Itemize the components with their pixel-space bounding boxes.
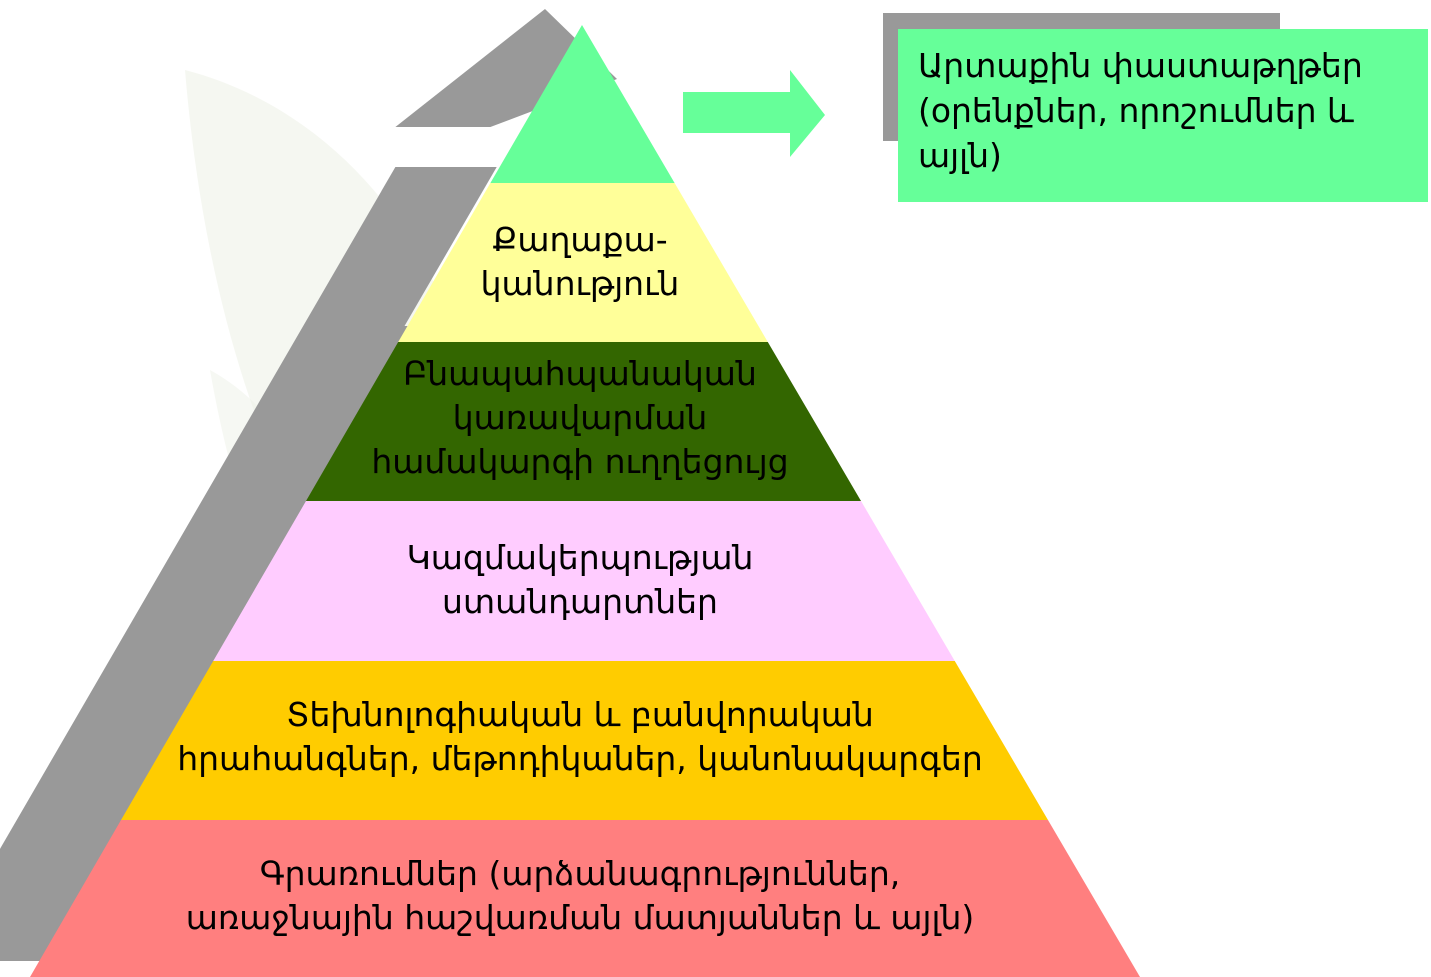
pyramid-tier-apex xyxy=(490,25,675,183)
tier-label-ems-guide: Բնապահպանական կառավարման համակարգի ուղղե… xyxy=(371,354,789,481)
pyramid-tier-ems-guide xyxy=(306,342,861,501)
tier-label-records: Գրառումներ (արձանագրություններ, առաջնայի… xyxy=(185,854,975,937)
tier-shadow-policy xyxy=(303,167,497,326)
pyramid-tier-organization-standards xyxy=(213,501,955,661)
tier-label-organization-standards: Կազմակերպության ստանդարտներ xyxy=(406,538,754,621)
pyramid-tier-policy xyxy=(398,183,768,342)
pyramid-tier-records xyxy=(30,820,1140,977)
pyramid-tier-group xyxy=(30,25,1140,977)
pyramid-tier-instructions xyxy=(121,661,1048,820)
right-arrow-icon xyxy=(683,70,825,157)
tier-label-policy: Քաղաքա- կանություն xyxy=(480,220,680,303)
tier-label-instructions: Տեխնոլոգիական և բանվորական հրահանգներ, մ… xyxy=(177,695,983,778)
external-documents-box: Արտաքին փաստաթղթեր (օրենքներ, որոշումներ… xyxy=(898,29,1428,202)
